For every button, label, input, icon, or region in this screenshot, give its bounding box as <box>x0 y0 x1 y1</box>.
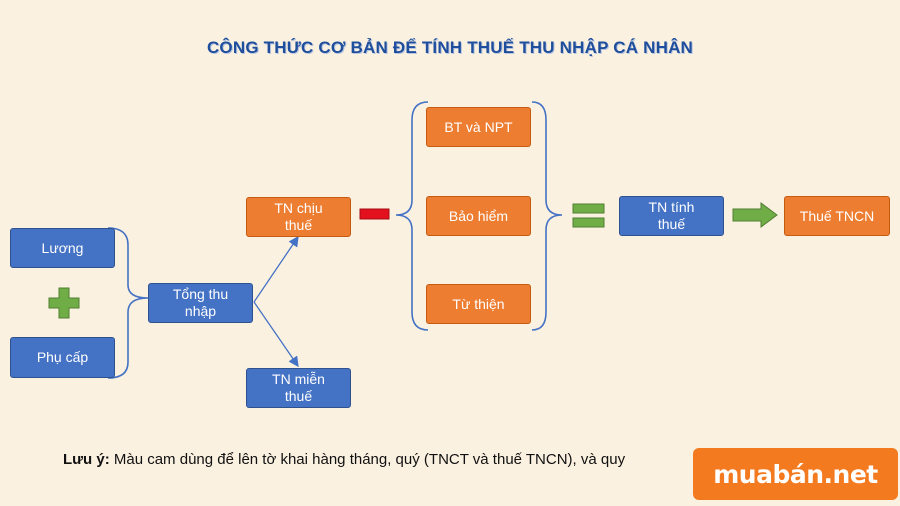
node-tn-chiu-thue: TN chịu thuế <box>246 197 351 237</box>
node-tn-tinh-thue: TN tính thuế <box>619 196 724 236</box>
node-tu-thien: Từ thiện <box>426 284 531 324</box>
note-label: Lưu ý: <box>63 451 110 468</box>
note-text: Màu cam dùng để lên tờ khai hàng tháng, … <box>109 451 626 468</box>
brace-deductions-right <box>531 101 563 331</box>
muaban-logo[interactable]: muabán.net <box>693 448 898 500</box>
minus-sign <box>359 208 390 220</box>
node-tn-mien-thue: TN miễn thuế <box>246 368 351 408</box>
node-bao-hiem: Bảo hiểm <box>426 196 531 236</box>
node-bt-npt: BT và NPT <box>426 107 531 147</box>
note: Lưu ý: Màu cam dùng để lên tờ khai hàng … <box>63 451 625 468</box>
logo-text: muabán.net <box>713 459 878 489</box>
arrow-to-mien-thue <box>253 301 299 368</box>
equals-sign-bottom <box>572 217 605 228</box>
node-phu-cap: Phụ cấp <box>10 337 115 378</box>
brace-deductions-left <box>395 101 429 331</box>
node-thue-tncn: Thuế TNCN <box>784 196 890 236</box>
plus-sign <box>48 287 80 319</box>
green-arrow <box>732 202 778 228</box>
diagram-title: CÔNG THỨC CƠ BẢN ĐỂ TÍNH THUẾ THU NHẬP C… <box>206 38 694 57</box>
equals-sign-top <box>572 203 605 214</box>
node-tong-thu-nhap: Tổng thu nhập <box>148 283 253 323</box>
arrow-to-chiu-thue <box>253 235 299 303</box>
node-luong: Lương <box>10 228 115 268</box>
